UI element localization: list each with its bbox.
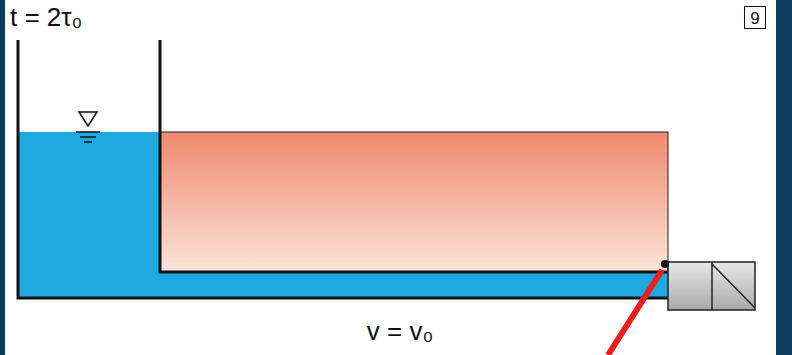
pointer-line	[608, 270, 662, 355]
pipe-water	[160, 272, 668, 298]
time-label: t = 2τ₀	[10, 4, 82, 30]
frame-strip	[776, 0, 792, 355]
valve-diagonal	[712, 264, 755, 308]
valve-divider	[711, 262, 713, 310]
slide-number-box: 9	[744, 6, 766, 29]
reservoir-water	[18, 132, 160, 298]
panel	[5, 0, 776, 355]
tank-wall	[18, 40, 668, 298]
pressure-zone	[160, 132, 668, 272]
water-level-symbol	[76, 112, 100, 142]
pipe-wall	[160, 40, 668, 272]
velocity-label: v = v₀	[367, 318, 433, 344]
valve	[668, 262, 755, 310]
slide-number: 9	[745, 10, 765, 27]
measure-point	[661, 260, 669, 268]
